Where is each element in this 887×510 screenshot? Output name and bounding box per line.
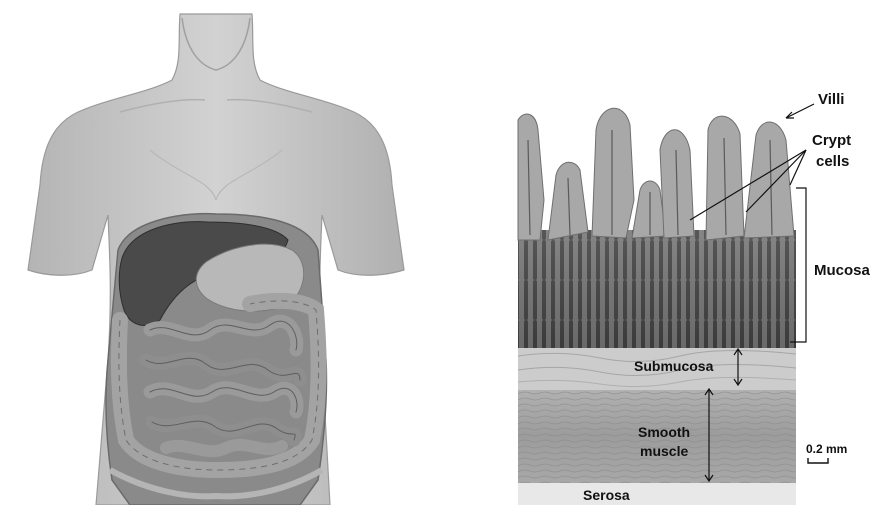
villi-group — [518, 108, 794, 240]
label-scale: 0.2 mm — [806, 442, 847, 456]
label-crypt-line1: Crypt — [812, 132, 851, 149]
villus — [744, 122, 794, 238]
villus — [548, 162, 588, 240]
scale-bar — [808, 458, 828, 463]
label-smooth-line1: Smooth — [638, 424, 690, 440]
villus — [518, 114, 544, 240]
label-crypt-line2: cells — [816, 153, 849, 170]
label-submucosa: Submucosa — [634, 358, 714, 374]
serosa-layer — [518, 482, 796, 505]
label-smooth-line2: muscle — [640, 443, 688, 459]
label-villi: Villi — [818, 91, 844, 108]
torso-illustration — [28, 14, 404, 505]
villi-pointer — [786, 104, 814, 118]
label-mucosa: Mucosa — [814, 262, 871, 279]
villus — [592, 108, 634, 238]
label-serosa: Serosa — [583, 487, 630, 503]
villus — [632, 181, 666, 238]
